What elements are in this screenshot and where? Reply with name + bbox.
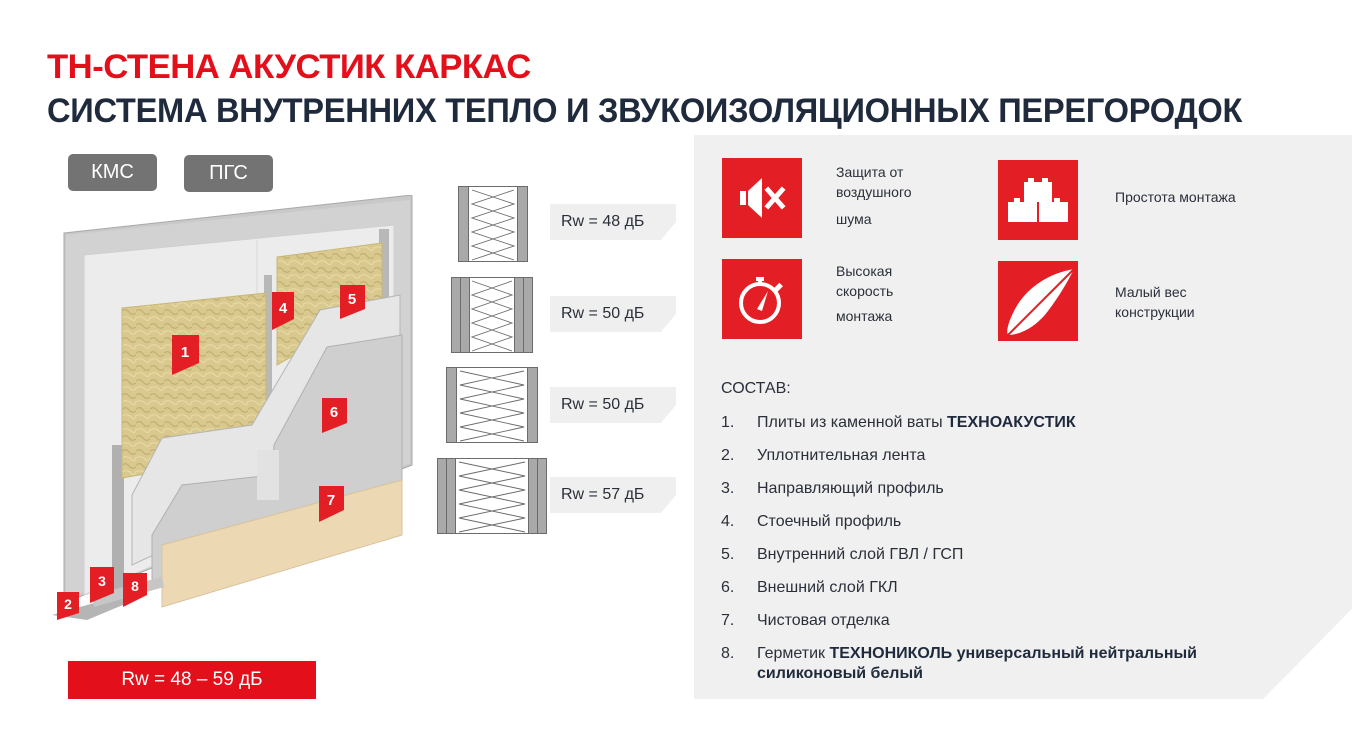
feature-easy-installation: Простота монтажа [1115, 189, 1236, 205]
list-item: 4. Стоечный профиль [721, 513, 902, 530]
muted-speaker-icon [722, 158, 802, 238]
page-title: ТН-СТЕНА АКУСТИК КАРКАС [47, 48, 531, 86]
rw-label-2: Rw = 50 дБ [550, 296, 676, 332]
rw-label-4: Rw = 57 дБ [550, 477, 676, 513]
svg-text:7: 7 [327, 492, 335, 509]
list-item: 1. Плиты из каменной ваты ТЕХНОАКУСТИК [721, 414, 1076, 431]
tag-pgs: ПГС [184, 155, 273, 192]
svg-text:6: 6 [330, 404, 338, 421]
section-diagram-4 [437, 458, 547, 534]
feather-icon [998, 261, 1078, 341]
section-diagram-1 [458, 186, 528, 262]
list-item: 8. Герметик ТЕХНОНИКОЛЬ универсальный не… [721, 645, 1197, 682]
tag-kms: КМС [68, 154, 157, 191]
svg-text:3: 3 [98, 573, 106, 589]
feature-noise-protection: Защита от воздушного шума [836, 164, 912, 227]
list-item: 6. Внешний слой ГКЛ [721, 579, 898, 596]
page-subtitle: СИСТЕМА ВНУТРЕННИХ ТЕПЛО И ЗВУКОИЗОЛЯЦИО… [47, 92, 1243, 130]
marker-1: 1 [172, 335, 199, 375]
list-item: 5. Внутренний слой ГВЛ / ГСП [721, 546, 964, 563]
feature-light-weight: Малый вес конструкции [1115, 284, 1195, 321]
rw-label-3: Rw = 50 дБ [550, 387, 676, 423]
section-diagram-2 [451, 277, 533, 353]
wall-illustration: 1 4 5 6 7 2 3 8 [52, 194, 432, 625]
section-diagram-3 [446, 367, 538, 443]
svg-text:8: 8 [131, 578, 139, 594]
stopwatch-icon [722, 259, 802, 339]
composition-list: 1. Плиты из каменной ваты ТЕХНОАКУСТИК 2… [721, 413, 1281, 694]
composition-title: СОСТАВ: [721, 380, 791, 397]
bricks-icon [998, 160, 1078, 240]
svg-text:4: 4 [279, 300, 288, 317]
rw-label-1: Rw = 48 дБ [550, 204, 676, 240]
svg-text:5: 5 [348, 291, 356, 308]
svg-text:1: 1 [181, 344, 189, 361]
feature-fast-installation: Высокая скорость монтажа [836, 263, 894, 324]
rw-range-badge: Rw = 48 – 59 дБ [68, 661, 316, 699]
list-item: 2. Уплотнительная лента [721, 447, 926, 464]
list-item: 7. Чистовая отделка [721, 612, 890, 629]
list-item: 3. Направляющий профиль [721, 480, 944, 497]
svg-text:2: 2 [64, 596, 72, 612]
